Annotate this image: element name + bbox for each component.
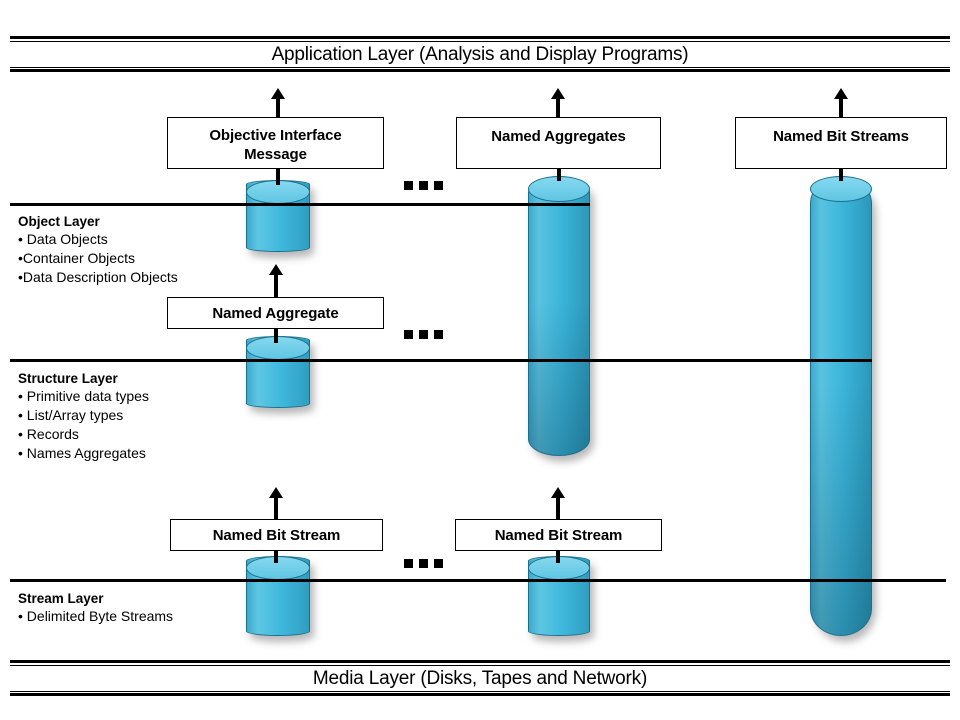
ellipsis-object-layer <box>404 181 443 190</box>
ellipsis-dot <box>434 181 443 190</box>
arrow-stem <box>556 96 560 118</box>
media-layer-label: Media Layer (Disks, Tapes and Network) <box>312 668 648 689</box>
structure-layer-divider <box>10 359 872 362</box>
object-layer-label-block: Object Layer • Data Objects •Container O… <box>18 213 178 287</box>
cylinder-named-aggregates <box>528 176 594 462</box>
footer-rule-bottom-thin <box>10 691 950 692</box>
box-named-aggregate-label: Named Aggregate <box>212 305 339 322</box>
structure-layer-bullet-2: • Records <box>18 426 79 442</box>
arrow-named-bit-stream-left-up <box>266 487 286 520</box>
ellipsis-dot <box>419 330 428 339</box>
object-layer-divider <box>10 203 590 206</box>
header-rule-bottom <box>10 69 950 72</box>
arrow-stem <box>276 96 280 118</box>
structure-layer-bullet-3: • Names Aggregates <box>18 445 146 461</box>
ellipsis-dot <box>404 181 413 190</box>
arrow-stem <box>274 495 278 520</box>
object-layer-bullet-1: •Container Objects <box>18 250 135 266</box>
cylinder-body <box>528 176 590 456</box>
arrow-objective-interface-message-up <box>268 88 288 118</box>
cylinder-object-layer-left <box>246 180 314 258</box>
header-rule-top-thin <box>10 41 950 42</box>
stream-layer-divider <box>10 579 946 582</box>
structure-layer-label-block: Structure Layer • Primitive data types •… <box>18 370 149 463</box>
ellipsis-dot <box>434 330 443 339</box>
footer-rule-top-thin <box>10 665 950 666</box>
box-objective-interface-message[interactable]: Objective Interface Message <box>167 117 384 169</box>
connector-named-bit-stream-left-to-cylinder <box>274 551 278 563</box>
header-rule-top <box>10 36 950 39</box>
box-named-aggregates[interactable]: Named Aggregates <box>456 117 661 169</box>
ellipsis-dot <box>434 559 443 568</box>
object-layer-bullet-0: • Data Objects <box>18 231 108 247</box>
box-named-aggregates-label: Named Aggregates <box>491 128 626 145</box>
media-layer-band: Media Layer (Disks, Tapes and Network) <box>10 660 950 696</box>
structure-layer-bullet-1: • List/Array types <box>18 407 124 423</box>
connector-named-aggregate-to-cylinder <box>274 329 278 343</box>
arrow-stem <box>274 272 278 298</box>
ellipsis-stream-layer <box>404 559 443 568</box>
cylinder-top-ellipse <box>246 336 310 360</box>
connector-objective-interface-to-cylinder <box>276 169 280 185</box>
object-layer-bullet-2: •Data Description Objects <box>18 269 178 285</box>
box-named-bit-stream-middle-label: Named Bit Stream <box>494 527 623 544</box>
arrow-named-aggregates-up <box>548 88 568 118</box>
footer-rule-bottom <box>10 693 950 696</box>
box-named-aggregate[interactable]: Named Aggregate <box>167 297 384 329</box>
application-layer-label: Application Layer (Analysis and Display … <box>271 44 689 65</box>
box-objective-interface-message-line2: Message <box>244 146 307 163</box>
arrow-named-aggregate-up <box>266 264 286 298</box>
cylinder-structure-layer-left <box>246 336 314 414</box>
header-rule-bottom-thin <box>10 67 950 68</box>
stream-layer-title: Stream Layer <box>18 591 104 606</box>
cylinder-body <box>810 176 872 636</box>
structure-layer-title: Structure Layer <box>18 371 118 386</box>
arrow-head-icon <box>551 88 565 99</box>
arrow-head-icon <box>269 487 283 498</box>
arrow-stem <box>839 96 843 118</box>
cylinder-stream-layer-left <box>246 556 314 642</box>
ellipsis-dot <box>404 559 413 568</box>
ellipsis-dot <box>419 181 428 190</box>
arrow-named-bit-stream-middle-up <box>548 487 568 520</box>
arrow-stem <box>556 495 560 520</box>
structure-layer-bullet-0: • Primitive data types <box>18 388 149 404</box>
stream-layer-label-block: Stream Layer • Delimited Byte Streams <box>18 590 173 626</box>
stream-layer-bullet-0: • Delimited Byte Streams <box>18 608 174 624</box>
cylinder-top-ellipse <box>246 556 310 580</box>
connector-named-bit-stream-middle-to-cylinder <box>556 551 560 563</box>
cylinder-stream-layer-middle <box>528 556 594 642</box>
box-objective-interface-message-line1: Objective Interface <box>209 127 342 144</box>
arrow-head-icon <box>551 487 565 498</box>
ellipsis-structure-layer <box>404 330 443 339</box>
box-named-bit-streams-label: Named Bit Streams <box>773 128 909 145</box>
connector-named-aggregates-to-cylinder <box>557 169 561 181</box>
cylinder-named-bit-streams <box>810 176 876 642</box>
ellipsis-dot <box>404 330 413 339</box>
box-named-bit-streams[interactable]: Named Bit Streams <box>735 117 947 169</box>
ellipsis-dot <box>419 559 428 568</box>
box-named-bit-stream-left[interactable]: Named Bit Stream <box>170 519 383 551</box>
arrow-named-bit-streams-up <box>831 88 851 118</box>
arrow-head-icon <box>269 264 283 275</box>
application-layer-band: Application Layer (Analysis and Display … <box>10 36 950 72</box>
box-named-bit-stream-left-label: Named Bit Stream <box>212 527 341 544</box>
arrow-head-icon <box>834 88 848 99</box>
footer-rule-top <box>10 660 950 663</box>
box-named-bit-stream-middle[interactable]: Named Bit Stream <box>455 519 662 551</box>
arrow-head-icon <box>271 88 285 99</box>
connector-named-bit-streams-to-cylinder <box>839 169 843 181</box>
object-layer-title: Object Layer <box>18 214 100 229</box>
